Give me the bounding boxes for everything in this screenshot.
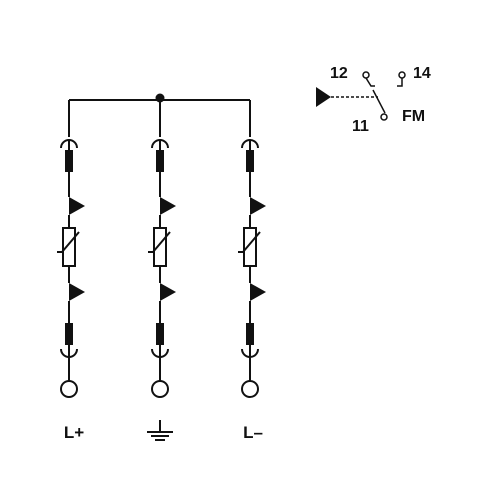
varistor-slash [148,231,171,253]
branches [57,139,266,398]
varistor-icon [243,227,257,267]
bottom-plug-contact-icon [241,348,259,358]
upper-flag-icon [250,197,266,215]
varistor-icon [62,227,76,267]
actuator-arrow-icon [316,87,331,107]
bottom-contact-block [156,323,164,345]
label-fm: FM [402,108,425,125]
contact-12-terminal [362,71,370,79]
bottom-plug-contact-icon [60,348,78,358]
terminal-label-l-plus: L+ [64,423,84,442]
varistor-slash [57,231,80,253]
bottom-plug-contact-icon [151,348,169,358]
lower-flag-icon [160,283,176,301]
label-12: 12 [330,65,348,82]
contact-11-terminal [380,113,388,121]
switch-blade [372,89,386,114]
bottom-contact-block [65,323,73,345]
top-bus [68,93,251,137]
upper-flag-icon [160,197,176,215]
top-contact-block [246,150,254,172]
terminal-circle [241,380,259,398]
contact-14-terminal [398,71,406,79]
top-contact-block [65,150,73,172]
remote-contact: 12 14 11 FM [316,65,431,135]
ground-icon [147,420,173,441]
branch-l-plus [57,139,85,398]
label-11: 11 [352,118,369,135]
varistor-slash [238,231,261,253]
contact-14-lead [397,78,403,87]
branch-ground [148,139,176,398]
top-contact-block [156,150,164,172]
terminal-circle [60,380,78,398]
terminal-label-l-minus: L– [243,423,263,442]
lower-flag-icon [250,283,266,301]
upper-flag-icon [69,197,85,215]
terminal-circle [151,380,169,398]
junction-dot [155,93,165,103]
varistor-icon [153,227,167,267]
branch-l-minus [238,139,266,398]
bottom-contact-block [246,323,254,345]
lower-flag-icon [69,283,85,301]
label-14: 14 [413,65,431,82]
contact-12-lead [365,77,375,87]
